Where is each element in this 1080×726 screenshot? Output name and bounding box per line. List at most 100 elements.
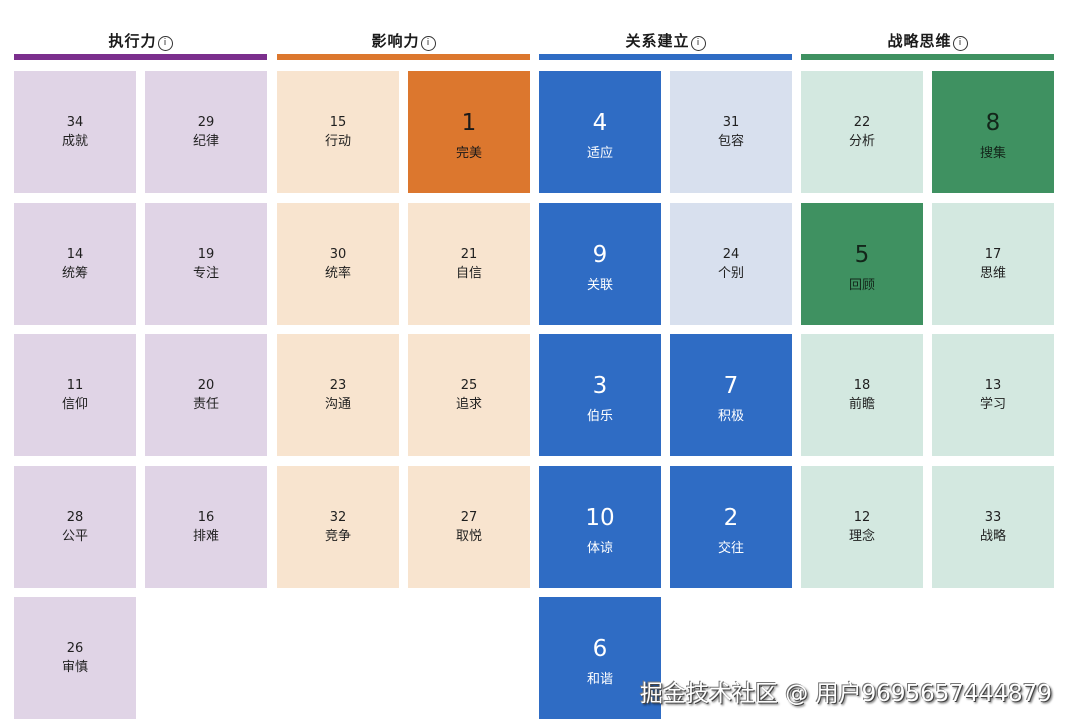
tile-rank: 29 <box>197 115 215 130</box>
group-color-bar <box>14 54 267 60</box>
info-circle-icon[interactable]: i <box>952 36 968 51</box>
info-circle-icon[interactable]: i <box>157 36 173 51</box>
strength-tile[interactable]: 31 包容 <box>670 71 792 193</box>
tile-label: 前瞻 <box>848 397 875 412</box>
tile-rank: 1 <box>461 110 477 136</box>
info-circle-icon[interactable]: i <box>690 36 706 51</box>
tile-rank: 30 <box>329 247 347 262</box>
tile-rank: 22 <box>853 115 871 130</box>
strength-tile[interactable]: 24 个别 <box>670 203 792 325</box>
tile-label: 纪律 <box>192 134 219 149</box>
tile-label: 伯乐 <box>586 409 613 424</box>
watermark: 掘金技术社区 @ 用户9695657444879 <box>640 681 1052 707</box>
strength-tile[interactable]: 10 体谅 <box>539 466 661 588</box>
tile-label: 积极 <box>717 409 744 424</box>
tile-label: 学习 <box>979 397 1006 412</box>
tile-label: 追求 <box>455 397 482 412</box>
tile-rank: 25 <box>460 378 478 393</box>
tile-label: 竞争 <box>324 529 351 544</box>
tile-rank: 9 <box>592 242 608 268</box>
tile-label: 战略 <box>979 529 1006 544</box>
strength-tile[interactable]: 20 责任 <box>145 334 267 456</box>
tile-label: 统筹 <box>61 266 88 281</box>
tile-rank: 19 <box>197 247 215 262</box>
tile-label: 适应 <box>586 146 613 161</box>
tile-label: 分析 <box>848 134 875 149</box>
group-title: 关系建立 <box>625 32 690 50</box>
tile-label: 回顾 <box>848 278 875 293</box>
tile-rank: 31 <box>722 115 740 130</box>
tile-label: 公平 <box>61 529 88 544</box>
info-circle-icon[interactable]: i <box>420 36 436 51</box>
tile-rank: 7 <box>723 373 739 399</box>
tile-rank: 33 <box>984 510 1002 525</box>
tile-label: 信仰 <box>61 397 88 412</box>
tile-label: 排难 <box>192 529 219 544</box>
group-color-bar <box>277 54 530 60</box>
tile-label: 完美 <box>455 146 482 161</box>
tile-rank: 17 <box>984 247 1002 262</box>
strength-tile[interactable]: 11 信仰 <box>14 334 136 456</box>
strength-tile[interactable]: 22 分析 <box>801 71 923 193</box>
strength-tile[interactable]: 13 学习 <box>932 334 1054 456</box>
strength-tile[interactable]: 7 积极 <box>670 334 792 456</box>
tile-rank: 32 <box>329 510 347 525</box>
tile-label: 体谅 <box>586 541 613 556</box>
tile-label: 专注 <box>192 266 219 281</box>
group-color-bar <box>801 54 1054 60</box>
tile-rank: 18 <box>853 378 871 393</box>
group-color-bar <box>539 54 792 60</box>
strength-tile[interactable]: 25 追求 <box>408 334 530 456</box>
strength-tile[interactable]: 19 专注 <box>145 203 267 325</box>
tile-label: 统率 <box>324 266 351 281</box>
tile-label: 责任 <box>192 397 219 412</box>
tile-label: 审慎 <box>61 660 88 675</box>
tile-label: 成就 <box>61 134 88 149</box>
tile-rank: 20 <box>197 378 215 393</box>
strength-tile[interactable]: 33 战略 <box>932 466 1054 588</box>
group-title: 执行力 <box>108 32 157 50</box>
strength-tile[interactable]: 32 竞争 <box>277 466 399 588</box>
strength-tile[interactable]: 30 统率 <box>277 203 399 325</box>
tile-label: 包容 <box>717 134 744 149</box>
tile-label: 沟通 <box>324 397 351 412</box>
strength-tile[interactable]: 29 纪律 <box>145 71 267 193</box>
tile-rank: 12 <box>853 510 871 525</box>
tile-label: 和谐 <box>586 672 613 687</box>
strength-tile[interactable]: 18 前瞻 <box>801 334 923 456</box>
tile-label: 个别 <box>717 266 744 281</box>
tile-rank: 11 <box>66 378 84 393</box>
tile-rank: 13 <box>984 378 1002 393</box>
tile-rank: 10 <box>585 505 615 531</box>
tile-rank: 24 <box>722 247 740 262</box>
tile-label: 取悦 <box>455 529 482 544</box>
tile-label: 行动 <box>324 134 351 149</box>
tile-rank: 2 <box>723 505 739 531</box>
group-title: 影响力 <box>371 32 420 50</box>
strength-tile[interactable]: 1 完美 <box>408 71 530 193</box>
tile-label: 搜集 <box>979 146 1006 161</box>
